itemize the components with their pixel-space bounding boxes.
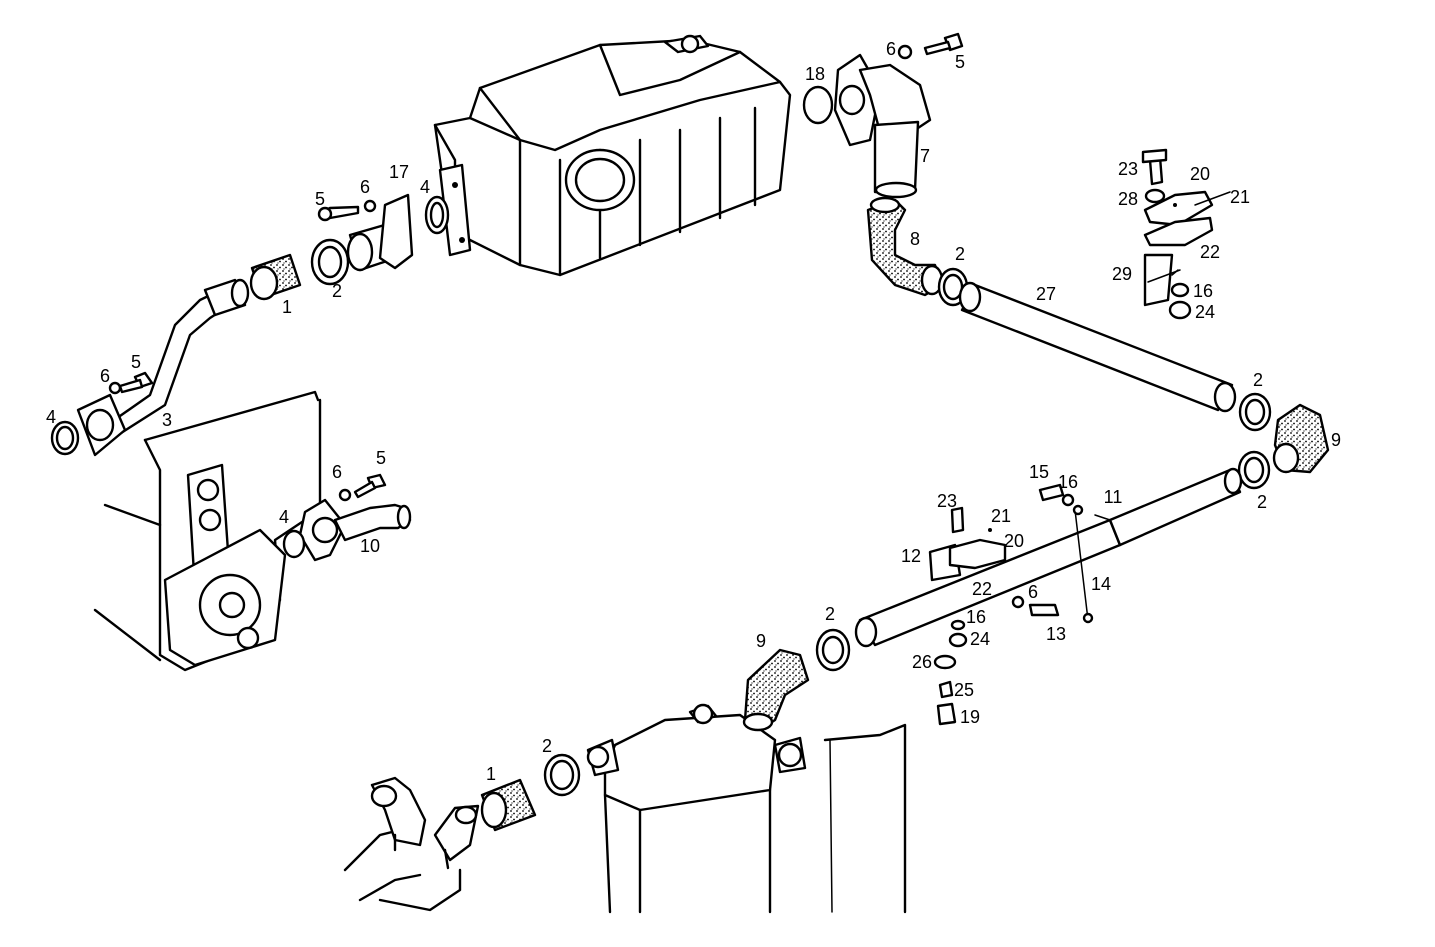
callout-23: 23 (937, 491, 957, 511)
callout-20: 20 (1190, 164, 1210, 184)
part-10-pipe (282, 498, 412, 562)
part-27-tube (958, 281, 1237, 413)
lower-bracket-assembly (928, 483, 1094, 726)
callout-6: 6 (1028, 582, 1038, 602)
callout-9: 9 (756, 631, 766, 651)
callout-22: 22 (1200, 242, 1220, 262)
callout-5: 5 (955, 52, 965, 72)
callout-21: 21 (991, 506, 1011, 526)
callout-16: 16 (966, 607, 986, 627)
callout-22: 22 (972, 579, 992, 599)
callout-28: 28 (1118, 189, 1138, 209)
callout-3: 3 (162, 410, 172, 430)
callout-5: 5 (376, 448, 386, 468)
callout-4: 4 (279, 507, 289, 527)
callout-4: 4 (46, 407, 56, 427)
callout-7: 7 (920, 146, 930, 166)
callout-6: 6 (100, 366, 110, 386)
upper-bracket-assembly (1141, 148, 1214, 320)
small-bolts-washers (108, 32, 964, 502)
callout-2: 2 (542, 736, 552, 756)
intake-manifold-drawing (433, 34, 792, 277)
lower-clamps-and-elbow (480, 628, 851, 832)
callout-2: 2 (825, 604, 835, 624)
callout-16: 16 (1058, 472, 1078, 492)
callout-17: 17 (389, 162, 409, 182)
part-callouts: 18 6 5 7 23 20 28 21 22 29 16 24 8 2 27 … (46, 39, 1341, 784)
callout-6: 6 (332, 462, 342, 482)
callout-29: 29 (1112, 264, 1132, 284)
callout-26: 26 (912, 652, 932, 672)
callout-8: 8 (910, 229, 920, 249)
callout-10: 10 (360, 536, 380, 556)
callout-16: 16 (1193, 281, 1213, 301)
callout-6: 6 (360, 177, 370, 197)
callout-9: 9 (1331, 430, 1341, 450)
part-8-hose (866, 196, 969, 307)
callout-25: 25 (954, 680, 974, 700)
left-hose-clamps (249, 193, 450, 301)
callout-13: 13 (1046, 624, 1066, 644)
callout-1: 1 (282, 297, 292, 317)
callout-2: 2 (1253, 370, 1263, 390)
part-11-tube (854, 467, 1243, 648)
callout-2: 2 (332, 281, 342, 301)
part-7-elbow (802, 53, 932, 199)
callout-6: 6 (886, 39, 896, 59)
callout-12: 12 (901, 546, 921, 566)
callout-2: 2 (955, 244, 965, 264)
callout-19: 19 (960, 707, 980, 727)
callout-24: 24 (970, 629, 990, 649)
callout-20: 20 (1004, 531, 1024, 551)
leader-lines (1094, 191, 1231, 521)
callout-5: 5 (131, 352, 141, 372)
part-3-bent-pipe (50, 278, 250, 457)
callout-4: 4 (420, 177, 430, 197)
lower-tank-drawing (586, 703, 907, 914)
callout-14: 14 (1091, 574, 1111, 594)
callout-11: 11 (1104, 487, 1123, 507)
callout-18: 18 (805, 64, 825, 84)
engine-block-drawing (93, 390, 322, 672)
callout-2: 2 (1257, 492, 1267, 512)
lower-left-manifold-drawing (343, 776, 480, 912)
callout-5: 5 (315, 189, 325, 209)
callout-23: 23 (1118, 159, 1138, 179)
callout-1: 1 (486, 764, 496, 784)
callout-27: 27 (1036, 284, 1056, 304)
callout-15: 15 (1029, 462, 1049, 482)
callout-24: 24 (1195, 302, 1215, 322)
part-9-right-elbow (1237, 392, 1330, 490)
callout-21: 21 (1230, 187, 1250, 207)
